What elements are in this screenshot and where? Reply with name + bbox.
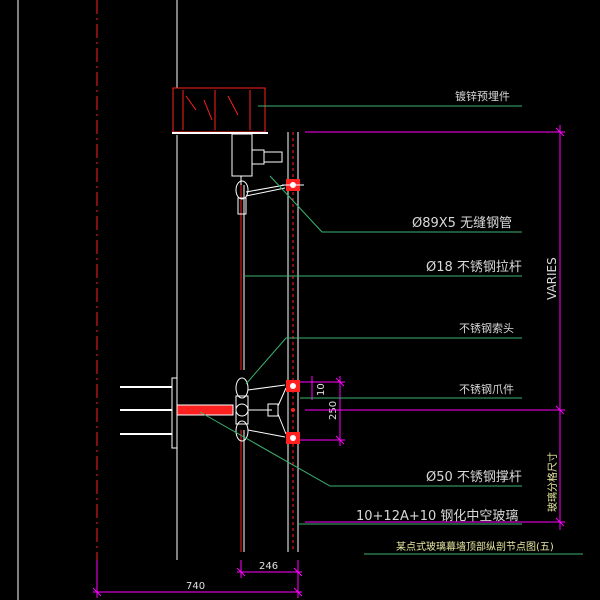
dim-740-text: 740: [186, 581, 205, 592]
label-claw: 不锈钢爪件: [459, 383, 514, 396]
label-glass: 10+12A+10 钢化中空玻璃: [356, 509, 518, 524]
dim-250-group: [300, 376, 345, 446]
upper-cable-head: [235, 180, 286, 215]
leader-steel-pipe: [269, 175, 522, 233]
label-tie-rod: Ø18 不锈钢拉杆: [426, 260, 522, 275]
dim-246-text: 246: [259, 561, 278, 572]
label-cable-head: 不锈钢索头: [459, 321, 514, 335]
glass-size-label: 玻璃分格尺寸: [546, 452, 559, 512]
bottom-dimensions: [92, 560, 303, 598]
varies-label: VARIES: [545, 257, 559, 300]
leader-lines: [199, 105, 583, 555]
right-dimension-line: [305, 125, 565, 530]
label-steel-pipe: Ø89X5 无缝钢管: [412, 216, 512, 231]
middle-node: [120, 377, 300, 449]
top-bracket: [231, 133, 283, 185]
label-strut: Ø50 不锈钢撑杆: [426, 470, 522, 485]
leader-cable-head: [245, 337, 522, 385]
drawing-title: 某点式玻璃幕墙顶部纵剖节点图(五): [396, 540, 554, 553]
leader-strut: [199, 411, 522, 487]
dim-10-text: 10: [316, 383, 327, 396]
embedded-plate: [172, 87, 268, 134]
label-embedded-part: 镀锌预埋件: [455, 89, 510, 103]
upper-spider-fitting: [282, 179, 304, 191]
